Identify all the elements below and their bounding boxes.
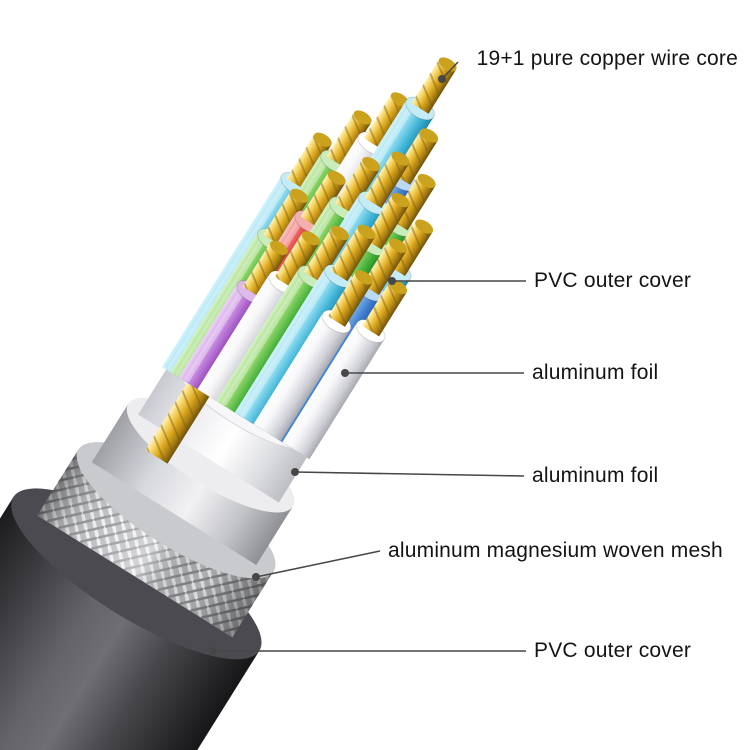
callout-line-foil-2 <box>294 471 525 477</box>
callout-line-wire-core <box>441 61 459 80</box>
woven-mesh-shading <box>37 449 274 638</box>
callout-lines <box>209 61 526 655</box>
callout-label-foil-1: aluminum foil <box>532 361 659 384</box>
callout-line-mesh <box>255 550 381 578</box>
callout-label-mesh: aluminum magnesium woven mesh <box>388 539 723 562</box>
cable-group <box>0 57 457 750</box>
callout-label-foil-2: aluminum foil <box>532 464 659 487</box>
wire-white <box>197 231 320 407</box>
wire-purple <box>178 240 288 395</box>
callout-label-pvc-inner: PVC outer cover <box>534 269 692 292</box>
wire-white <box>282 279 408 460</box>
callout-label-pvc-outer: PVC outer cover <box>534 639 692 662</box>
wire-green <box>216 225 349 418</box>
wire-bundle <box>161 57 457 460</box>
wire-cyan <box>234 224 376 430</box>
callout-dot-mesh <box>252 573 260 581</box>
aluminum-foil-layer <box>91 403 293 566</box>
jacket-outer-pvc <box>0 497 260 750</box>
callout-label-wire-core: 19+1 pure copper wire core <box>476 47 738 70</box>
wire-white <box>253 270 373 442</box>
